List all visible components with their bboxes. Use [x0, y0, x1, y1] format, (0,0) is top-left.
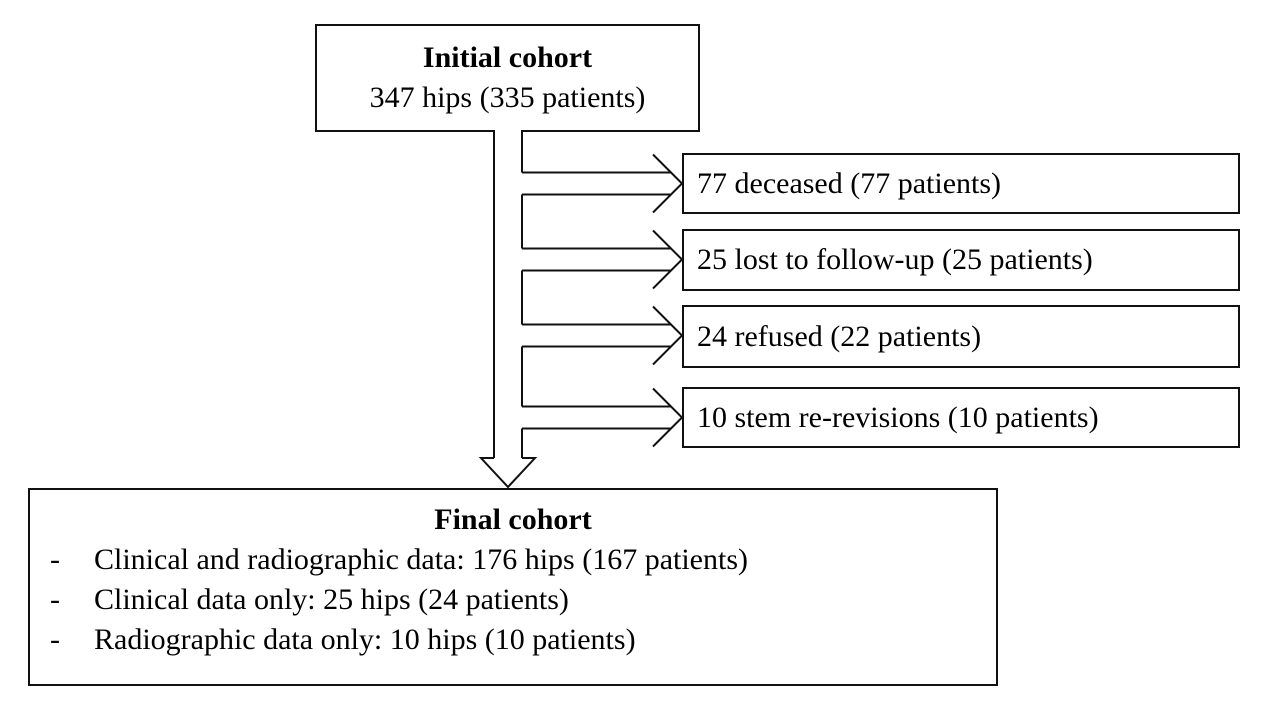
- bullet-dash: -: [50, 623, 60, 656]
- initial-cohort-box: Initial cohort 347 hips (335 patients): [315, 24, 700, 132]
- final-cohort-item: - Radiographic data only: 10 hips (10 pa…: [30, 620, 996, 660]
- final-cohort-item: - Clinical data only: 25 hips (24 patien…: [30, 580, 996, 620]
- final-cohort-box: Final cohort - Clinical and radiographic…: [28, 488, 998, 686]
- final-cohort-item-text: Radiographic data only: 10 hips (10 pati…: [94, 623, 636, 656]
- exclusion-label: 24 refused (22 patients): [697, 319, 982, 353]
- final-cohort-item-text: Clinical and radiographic data: 176 hips…: [94, 543, 748, 576]
- initial-cohort-detail: 347 hips (335 patients): [369, 81, 646, 114]
- bullet-dash: -: [50, 583, 60, 616]
- final-cohort-item: - Clinical and radiographic data: 176 hi…: [30, 540, 996, 580]
- exclusion-box-lost-to-follow-up: 25 lost to follow-up (25 patients): [682, 229, 1240, 291]
- branch-arrow-2: [522, 229, 684, 290]
- exclusion-label: 77 deceased (77 patients): [697, 166, 1002, 200]
- branch-arrow-1: [522, 153, 684, 214]
- exclusion-box-refused: 24 refused (22 patients): [682, 305, 1240, 368]
- branch-arrow-3: [522, 305, 684, 366]
- branch-arrow-4: [522, 387, 684, 448]
- bullet-dash: -: [50, 543, 60, 576]
- exclusion-label: 25 lost to follow-up (25 patients): [697, 243, 1093, 276]
- down-arrow: [478, 130, 538, 489]
- final-cohort-title: Final cohort: [434, 503, 592, 536]
- exclusion-box-stem-re-revisions: 10 stem re-revisions (10 patients): [682, 387, 1240, 448]
- exclusion-label: 10 stem re-revisions (10 patients): [697, 400, 1099, 434]
- initial-cohort-title: Initial cohort: [422, 41, 593, 74]
- final-cohort-item-text: Clinical data only: 25 hips (24 patients…: [94, 583, 569, 616]
- exclusion-box-deceased: 77 deceased (77 patients): [682, 153, 1240, 214]
